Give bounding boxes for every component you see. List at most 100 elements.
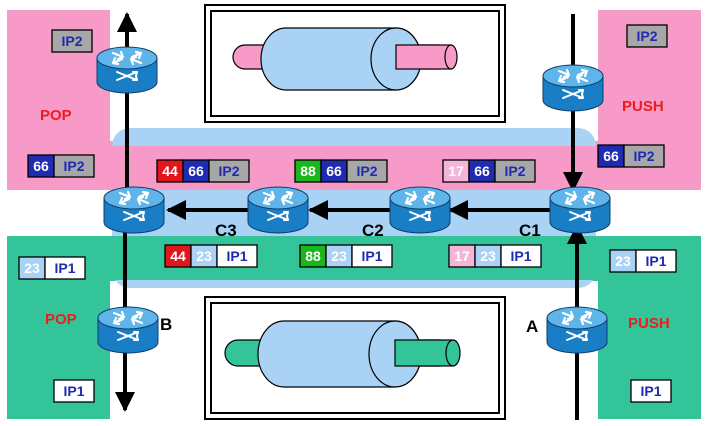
router-a bbox=[546, 306, 608, 354]
router-arrows-icon bbox=[118, 190, 150, 206]
label-value: 23 bbox=[480, 248, 496, 264]
router-cross-icon bbox=[116, 71, 138, 81]
label-value: IP1 bbox=[640, 383, 661, 399]
label-box bbox=[635, 249, 677, 273]
router-cross-icon bbox=[409, 211, 431, 221]
router-top bbox=[542, 64, 604, 88]
label-stack-top-left-ip: IP2 bbox=[51, 29, 93, 53]
label-box bbox=[626, 24, 668, 48]
router-top bbox=[97, 306, 159, 330]
label-value: IP2 bbox=[61, 33, 82, 49]
label-value: 44 bbox=[170, 248, 186, 264]
label-value: IP2 bbox=[633, 148, 654, 164]
node-b-label: B bbox=[160, 315, 172, 334]
node-a-label: A bbox=[526, 317, 538, 336]
router-arrows-icon bbox=[112, 310, 144, 326]
router-cross-icon bbox=[123, 211, 145, 221]
bottom-inner-pipe-exit bbox=[394, 339, 454, 367]
label-stack-bot-c1: 17 23 IP1 bbox=[448, 244, 542, 268]
router-top bbox=[247, 186, 309, 210]
push-label-top: PUSH bbox=[622, 98, 664, 115]
pop-label-top: POP bbox=[40, 107, 72, 124]
label-stack-bot-right-ip: IP1 bbox=[630, 379, 672, 403]
label-box bbox=[51, 29, 93, 53]
label-box bbox=[44, 256, 86, 280]
top-inner-pipe-cap bbox=[444, 44, 458, 70]
router-top-right bbox=[542, 64, 604, 112]
label-box bbox=[53, 154, 95, 178]
c3-label: C3 bbox=[215, 221, 237, 240]
label-value: IP1 bbox=[54, 260, 75, 276]
label-value: 23 bbox=[331, 248, 347, 264]
router-arrows-icon bbox=[561, 310, 593, 326]
label-value: IP1 bbox=[226, 248, 247, 264]
router-c2 bbox=[389, 186, 451, 234]
bottom-pipe-picture bbox=[204, 296, 506, 420]
router-arrows-icon bbox=[564, 190, 596, 206]
router-top bbox=[96, 46, 158, 70]
label-box bbox=[351, 244, 393, 268]
router-cross-icon bbox=[569, 211, 591, 221]
label-box bbox=[500, 244, 542, 268]
bottom-inner-pipe-cap bbox=[445, 339, 461, 367]
label-box bbox=[216, 244, 258, 268]
label-value: 23 bbox=[24, 260, 40, 276]
label-stack-bot-c3: 44 23 IP1 bbox=[164, 244, 258, 268]
router-c3-mid bbox=[247, 186, 309, 234]
label-value: 66 bbox=[33, 158, 49, 174]
label-value: 66 bbox=[474, 163, 490, 179]
top-inner-pipe-exit bbox=[395, 44, 452, 70]
label-value: IP1 bbox=[63, 383, 84, 399]
label-value: 23 bbox=[615, 253, 631, 269]
label-value: 17 bbox=[448, 163, 464, 179]
router-arrows-icon bbox=[111, 50, 143, 66]
label-value: 66 bbox=[603, 148, 619, 164]
text-labels: POP PUSH POP PUSH C1 C2 C3 A B bbox=[40, 98, 670, 336]
c2-label: C2 bbox=[362, 221, 384, 240]
label-stack-top-right-ip: IP2 bbox=[626, 24, 668, 48]
label-value: 88 bbox=[300, 163, 316, 179]
label-value: IP2 bbox=[63, 158, 84, 174]
label-stack-top-right-bottom: 66 IP2 bbox=[597, 144, 665, 168]
label-value: IP1 bbox=[361, 248, 382, 264]
c1-label: C1 bbox=[519, 221, 541, 240]
router-arrows-icon bbox=[262, 190, 294, 206]
label-value: 44 bbox=[162, 163, 178, 179]
label-value: IP2 bbox=[636, 28, 657, 44]
label-value: 88 bbox=[305, 248, 321, 264]
top-pipe-picture bbox=[204, 4, 506, 123]
label-value: IP1 bbox=[510, 248, 531, 264]
router-cross-icon bbox=[566, 331, 588, 341]
router-top bbox=[546, 306, 608, 330]
router-c3 bbox=[103, 186, 165, 234]
router-cross-icon bbox=[267, 211, 289, 221]
label-value: 17 bbox=[454, 248, 470, 264]
router-top bbox=[103, 186, 165, 210]
router-arrows-icon bbox=[557, 68, 589, 84]
label-stack-bot-left-top: 23 IP1 bbox=[18, 256, 86, 280]
label-value: IP1 bbox=[645, 253, 666, 269]
label-stack-bot-c2: 88 23 IP1 bbox=[299, 244, 393, 268]
router-cross-icon bbox=[117, 331, 139, 341]
router-top bbox=[549, 186, 611, 210]
router-top bbox=[389, 186, 451, 210]
label-stack-bot-left-ip: IP1 bbox=[53, 379, 95, 403]
label-stack-bot-right-top: 23 IP1 bbox=[609, 249, 677, 273]
label-box bbox=[53, 379, 95, 403]
router-cross-icon bbox=[562, 89, 584, 99]
label-stack-top-c2: 88 66 IP2 bbox=[294, 159, 388, 183]
label-box bbox=[494, 159, 536, 183]
label-box bbox=[630, 379, 672, 403]
label-value: IP2 bbox=[356, 163, 377, 179]
routers bbox=[96, 46, 611, 354]
label-value: 66 bbox=[326, 163, 342, 179]
router-arrows-icon bbox=[404, 190, 436, 206]
router-b bbox=[97, 306, 159, 354]
pop-label-bottom: POP bbox=[45, 311, 77, 328]
label-value: 23 bbox=[196, 248, 212, 264]
label-stack-top-left-bottom: 66 IP2 bbox=[27, 154, 95, 178]
